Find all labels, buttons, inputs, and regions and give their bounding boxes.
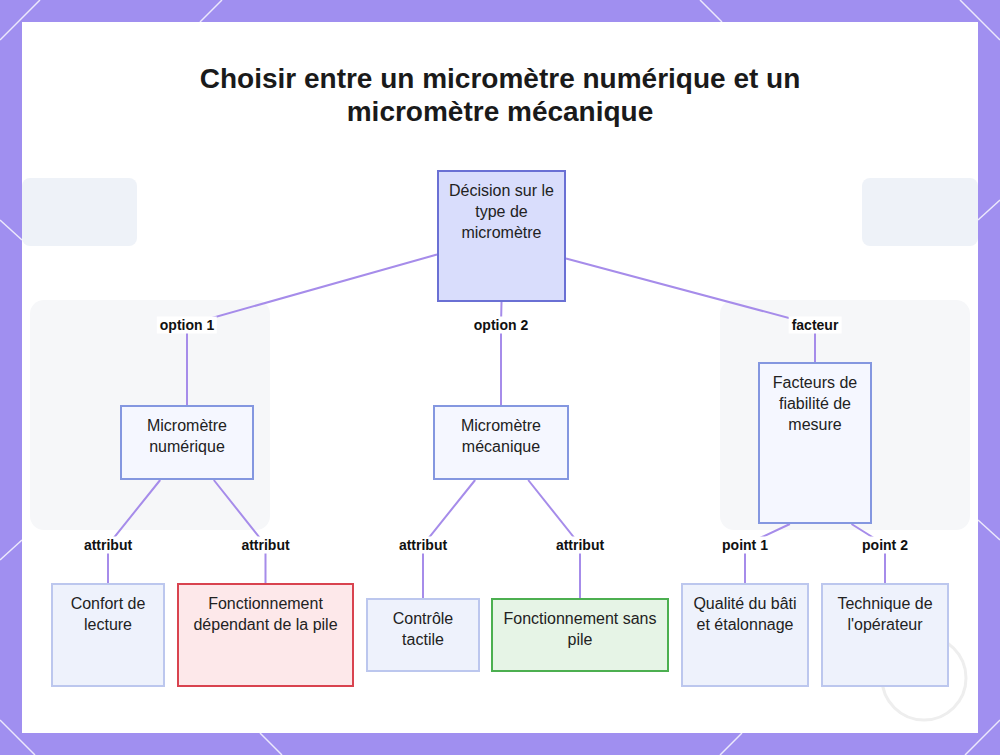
connector-line	[566, 258, 815, 362]
node-label: Qualité du bâti et étalonnage	[693, 593, 797, 635]
factor-box: Facteurs de fiabilité de mesure	[758, 362, 872, 524]
edge-label: attribut	[396, 537, 450, 554]
node-label: Fonctionnement dépendant de la pile	[189, 593, 342, 635]
attribute-box: Contrôle tactile	[366, 598, 480, 672]
point-box: Qualité du bâti et étalonnage	[681, 583, 809, 687]
diagram-title: Choisir entre un micromètre numérique et…	[190, 62, 810, 128]
option-box: Micromètre numérique	[120, 405, 254, 480]
node-label: Micromètre numérique	[132, 415, 242, 457]
node-label: Contrôle tactile	[378, 608, 468, 650]
connector-line	[745, 524, 790, 583]
edge-label: option 2	[471, 317, 531, 334]
edge-label: option 1	[157, 317, 217, 334]
edge-label: point 2	[859, 537, 911, 554]
edge-label: facteur	[789, 317, 842, 334]
advantage-box: Fonctionnement sans pile	[491, 598, 669, 672]
edge-label: attribut	[553, 537, 607, 554]
point-box: Technique de l'opérateur	[821, 583, 949, 687]
node-label: Confort de lecture	[63, 593, 153, 635]
edge-label: point 1	[719, 537, 771, 554]
node-label: Décision sur le type de micromètre	[449, 180, 554, 243]
node-label: Technique de l'opérateur	[833, 593, 937, 635]
connector-line	[214, 480, 266, 583]
option-box: Micromètre mécanique	[433, 405, 569, 480]
edge-label: attribut	[238, 537, 292, 554]
connector-line	[108, 480, 160, 583]
edge-label: attribut	[81, 537, 135, 554]
drawback-box: Fonctionnement dépendant de la pile	[177, 583, 354, 687]
connector-line	[187, 254, 437, 405]
decision-box: Décision sur le type de micromètre	[437, 170, 566, 302]
connector-line	[851, 524, 885, 583]
node-label: Fonctionnement sans pile	[503, 608, 657, 650]
node-label: Facteurs de fiabilité de mesure	[770, 372, 860, 435]
node-label: Micromètre mécanique	[445, 415, 557, 457]
attribute-box: Confort de lecture	[51, 583, 165, 687]
